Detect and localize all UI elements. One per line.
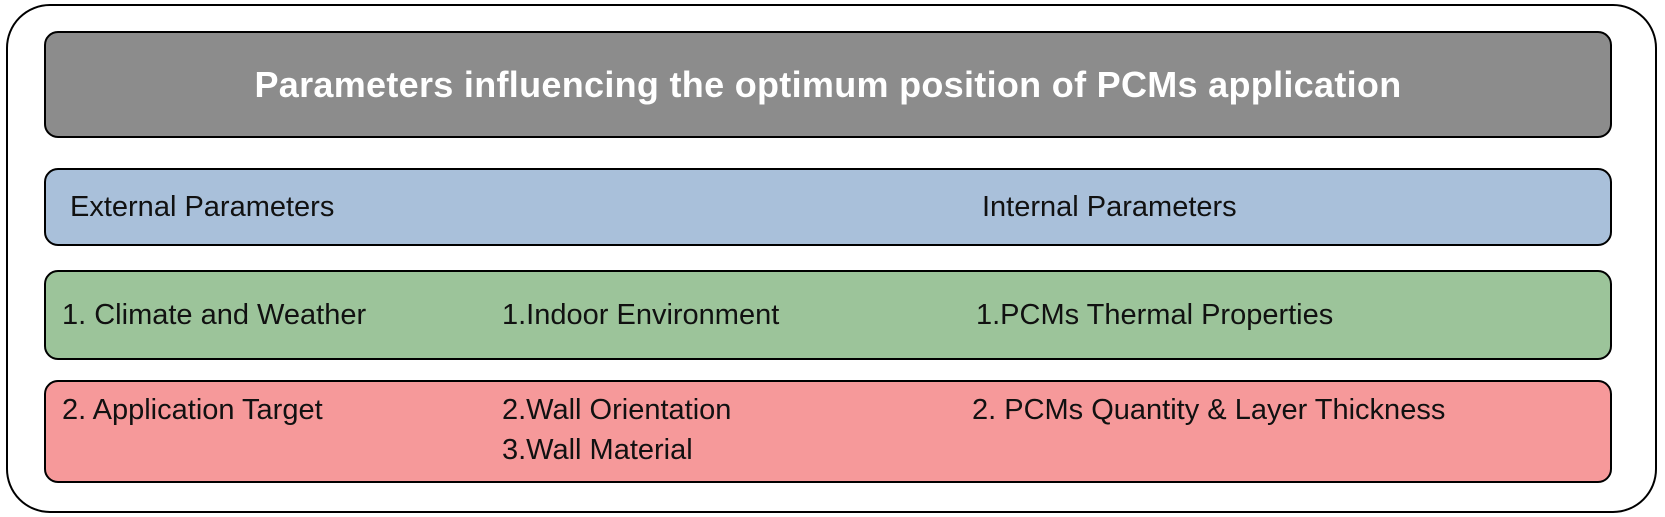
parameter-groups-band: External Parameters Internal Parameters <box>44 168 1612 246</box>
climate-weather-item: 1. Climate and Weather <box>62 299 367 331</box>
pcms-quantity-thickness-item: 2. PCMs Quantity & Layer Thickness <box>972 394 1446 426</box>
pcms-thermal-properties-item: 1.PCMs Thermal Properties <box>976 299 1334 331</box>
row1-band: 1. Climate and Weather 1.Indoor Environm… <box>44 270 1612 360</box>
external-parameters-label: External Parameters <box>70 191 335 223</box>
internal-parameters-label: Internal Parameters <box>982 191 1237 223</box>
row2-band: 2. Application Target 2.Wall Orientation… <box>44 380 1612 483</box>
wall-factors-list: 2.Wall Orientation 3.Wall Material <box>502 393 731 467</box>
wall-orientation-item: 2.Wall Orientation <box>502 394 732 426</box>
title-band: Parameters influencing the optimum posit… <box>44 31 1612 138</box>
wall-material-item: 3.Wall Material <box>502 434 693 466</box>
application-target-item: 2. Application Target <box>62 394 323 426</box>
indoor-environment-item: 1.Indoor Environment <box>502 299 780 331</box>
diagram-title: Parameters influencing the optimum posit… <box>254 63 1402 105</box>
